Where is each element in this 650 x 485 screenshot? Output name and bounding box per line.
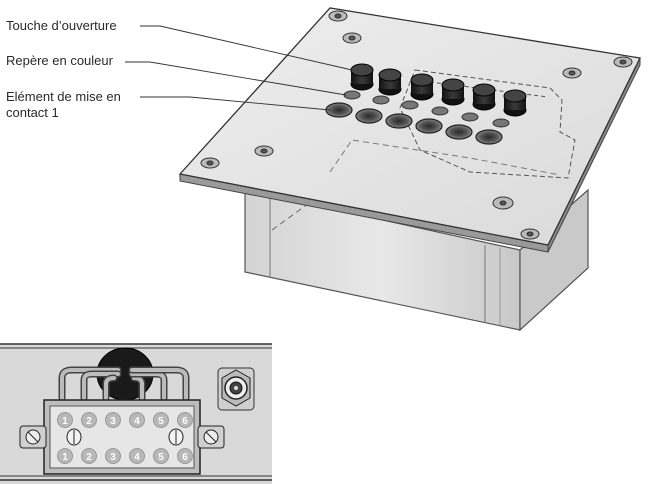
pin-top-label-6: 6 xyxy=(182,416,188,427)
key-field-outline xyxy=(399,69,576,179)
label-contact-element-line1: Elément de mise en xyxy=(6,89,121,104)
pin-row-bottom: 1 2 3 4 5 6 xyxy=(57,448,193,464)
pin-bottom-label-3: 3 xyxy=(110,452,116,463)
pin-bottom-label-6: 6 xyxy=(182,452,188,463)
front-plate xyxy=(178,7,641,246)
pin-bottom-3 xyxy=(105,448,121,464)
pin-top-3 xyxy=(105,412,121,428)
pin-top-4 xyxy=(129,412,145,428)
pin-bottom-4 xyxy=(129,448,145,464)
pin-top-1 xyxy=(57,412,73,428)
pin-top-label-2: 2 xyxy=(86,416,92,427)
flange-screw-icon xyxy=(25,429,219,445)
color-marks-icon xyxy=(343,90,510,128)
pin-top-label-5: 5 xyxy=(158,416,164,427)
connector-detail: 1 2 3 4 5 6 1 2 3 4 5 6 xyxy=(0,343,272,484)
pin-bottom-2 xyxy=(81,448,97,464)
wire-bundle xyxy=(58,366,190,402)
coax-socket-icon xyxy=(217,367,255,411)
pin-bottom-1 xyxy=(57,448,73,464)
pin-top-label-1: 1 xyxy=(62,416,68,427)
pin-top-2 xyxy=(81,412,97,428)
label-color-mark: Repère en couleur xyxy=(6,53,113,68)
mounting-screws-icon xyxy=(200,10,633,240)
pin-bottom-6 xyxy=(177,448,193,464)
pin-bottom-label-4: 4 xyxy=(134,452,140,463)
pin-top-label-4: 4 xyxy=(134,416,140,427)
pin-bottom-label-1: 1 xyxy=(62,452,68,463)
pin-bottom-5 xyxy=(153,448,169,464)
pin-row-top: 1 2 3 4 5 6 xyxy=(57,412,193,428)
label-opening-key: Touche d’ouverture xyxy=(6,18,117,33)
leader-lines xyxy=(125,25,353,111)
connector-screw-icon xyxy=(66,428,184,446)
pin-bottom-label-5: 5 xyxy=(158,452,164,463)
pin-top-label-3: 3 xyxy=(110,416,116,427)
module-perspective xyxy=(125,7,641,332)
pin-top-5 xyxy=(153,412,169,428)
label-contact-element-line2: contact 1 xyxy=(6,105,59,120)
opening-keys-icon xyxy=(350,63,527,117)
contact-elements-icon xyxy=(325,102,503,145)
pin-top-6 xyxy=(177,412,193,428)
pin-bottom-label-2: 2 xyxy=(86,452,92,463)
